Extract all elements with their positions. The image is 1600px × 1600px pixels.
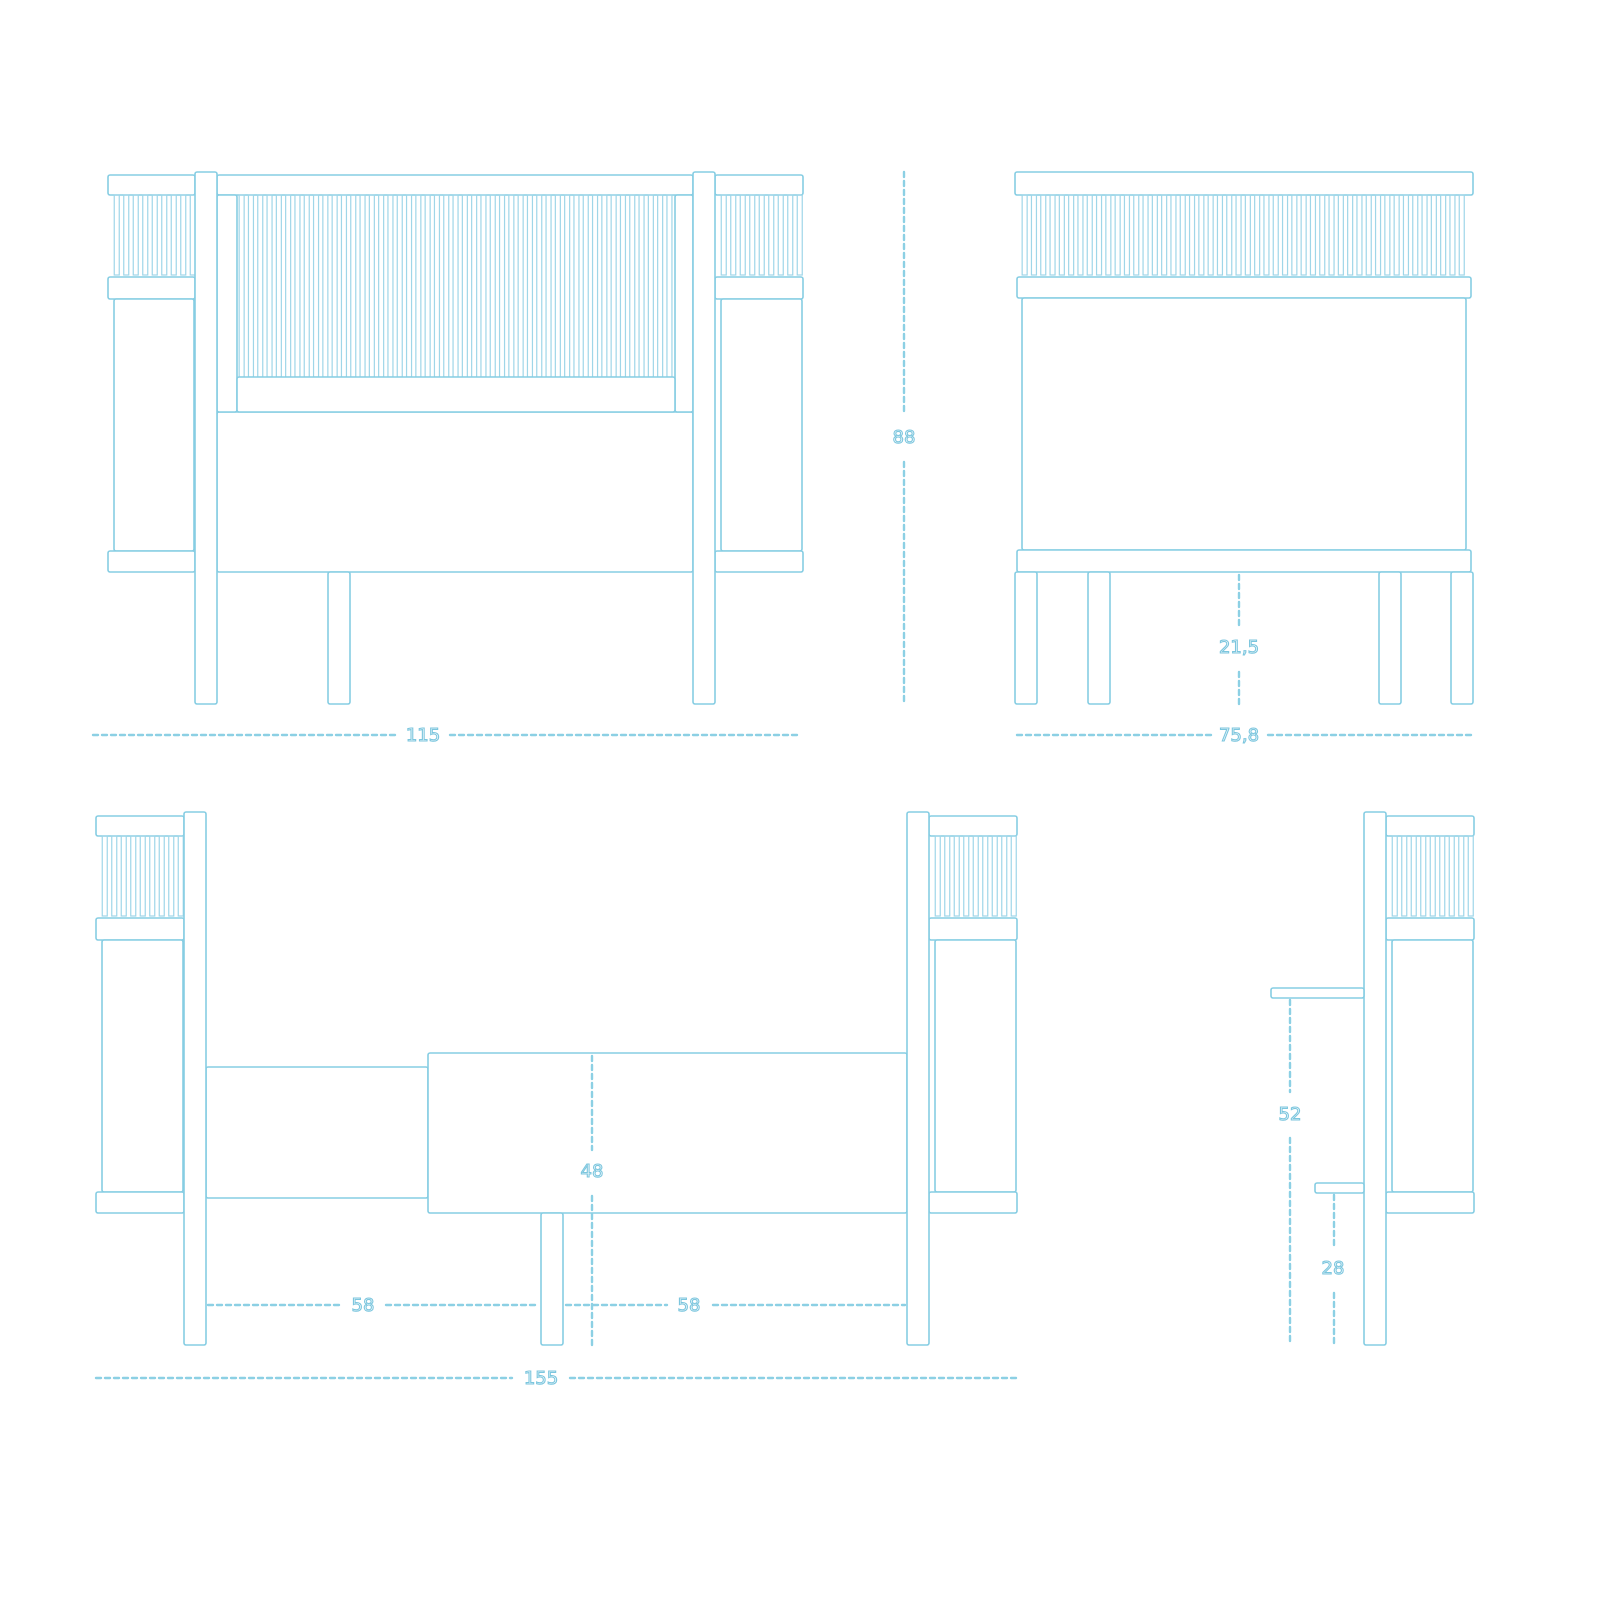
front-height-label: 88 (893, 427, 916, 448)
front-left-end-mid-rail (107, 276, 196, 300)
extended-left-end-panel (101, 939, 184, 1193)
extended-high-panel (427, 1052, 908, 1214)
front-left-end-top-rail (107, 174, 196, 196)
end-post (1363, 811, 1387, 1346)
extended-left-end-slats (101, 835, 184, 917)
front-left-end-slats (113, 194, 196, 276)
front-left-end-panel (113, 298, 195, 552)
extended-right-end-mid-rail (928, 917, 1018, 941)
extended-left-post (183, 811, 207, 1346)
end-lower-height-label: 28 (1322, 1258, 1345, 1279)
front-left-post (194, 171, 218, 705)
extended-right-end-slats (934, 835, 1017, 917)
extended-right-end-top-rail (928, 815, 1018, 837)
front-slats (238, 194, 673, 378)
side-slats (1021, 194, 1465, 276)
front-lower-panel (216, 411, 694, 573)
end-panel-bottom-rail (1385, 1191, 1475, 1214)
end-lower-bed-support (1314, 1182, 1365, 1194)
front-left-stile (216, 194, 238, 413)
side-mid-rail (1016, 276, 1472, 299)
front-left-end-bottom-rail (107, 550, 196, 573)
side-leg-3 (1378, 571, 1402, 705)
extended-right-span-label: 58 (678, 1295, 701, 1316)
extended-left-end-mid-rail (95, 917, 185, 941)
front-slat-rail (236, 376, 676, 413)
front-right-end-slats (720, 194, 803, 276)
side-panel (1021, 297, 1467, 551)
side-leg-4 (1450, 571, 1474, 705)
front-right-end-mid-rail (714, 276, 804, 300)
front-top-rail (216, 174, 694, 196)
extended-low-panel (205, 1066, 429, 1199)
front-width-label: 115 (406, 725, 440, 746)
end-panel-panel (1391, 939, 1474, 1193)
side-leg-1 (1014, 571, 1038, 705)
end-panel-mid-rail (1385, 917, 1475, 941)
extended-left-span-label: 58 (352, 1295, 375, 1316)
front-right-stile (674, 194, 694, 413)
end-upper-height-label: 52 (1279, 1104, 1302, 1125)
extended-center-leg (540, 1212, 564, 1346)
extended-left-end-top-rail (95, 815, 185, 837)
side-width-label: 75,8 (1219, 725, 1259, 746)
front-right-end-top-rail (714, 174, 804, 196)
end-panel-top-rail (1385, 815, 1475, 837)
extended-right-post (906, 811, 930, 1346)
side-leg-2 (1087, 571, 1111, 705)
end-panel-slats (1391, 835, 1474, 917)
front-right-end-panel (720, 298, 803, 552)
extended-right-end-bottom-rail (928, 1191, 1018, 1214)
front-center-leg (327, 571, 351, 705)
extended-length-label: 155 (524, 1368, 558, 1389)
side-bottom-rail (1016, 549, 1472, 573)
extended-left-end-bottom-rail (95, 1191, 185, 1214)
side-top-rail (1014, 171, 1474, 196)
extended-right-end-panel (934, 939, 1017, 1193)
side-leg-height-label: 21,5 (1219, 637, 1259, 658)
front-right-post (692, 171, 716, 705)
extended-panel-height-label: 48 (581, 1161, 604, 1182)
front-right-end-bottom-rail (714, 550, 804, 573)
end-upper-bed-support (1270, 987, 1365, 999)
